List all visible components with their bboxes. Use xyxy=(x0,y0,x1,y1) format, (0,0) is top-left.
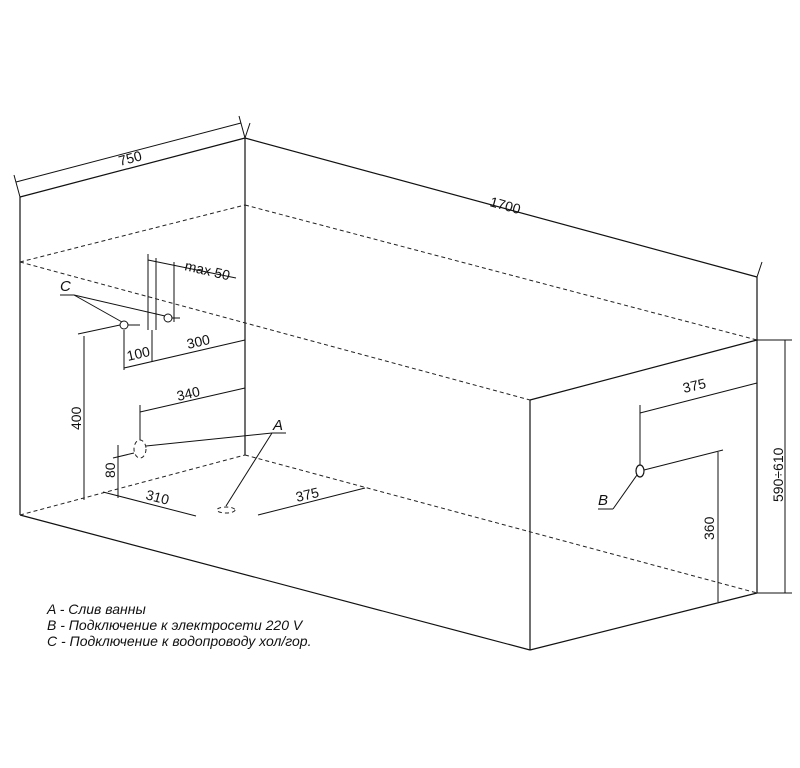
legend-item-a: A - Слив ванны xyxy=(47,601,146,617)
marker-a: A xyxy=(272,417,283,434)
drain-bottom: A 310 375 xyxy=(102,417,366,517)
drain-hole-icon xyxy=(216,506,236,514)
drain-side: 340 80 xyxy=(102,383,246,498)
dim-750: 750 xyxy=(13,115,246,198)
dim-400-label: 400 xyxy=(68,406,84,430)
dim-height: 590÷610 xyxy=(757,339,792,594)
water-taps: C max 50 100 300 400 xyxy=(60,254,246,500)
dim-80-label: 80 xyxy=(102,462,118,478)
box-solid-edges xyxy=(19,137,758,651)
tap-cold-icon xyxy=(119,320,129,330)
marker-b: B xyxy=(598,492,608,509)
legend-item-c: C - Подключение к водопроводу хол/гор. xyxy=(47,633,312,649)
legend-item-b: B - Подключение к электросети 220 V xyxy=(47,617,303,633)
dim-310-label: 310 xyxy=(144,486,171,507)
dim-max50-label: max 50 xyxy=(183,257,232,283)
tap-hot-icon xyxy=(163,313,173,323)
dim-750-label: 750 xyxy=(117,147,144,168)
dim-340-label: 340 xyxy=(175,383,202,404)
dim-1700-label: 1700 xyxy=(488,193,522,217)
dim-100-label: 100 xyxy=(125,343,152,364)
drain-overflow-icon xyxy=(133,439,147,459)
box-hidden-edges xyxy=(19,204,758,594)
dim-375-drain-label: 375 xyxy=(294,484,321,505)
dim-360-label: 360 xyxy=(701,516,717,540)
dim-375-electric-label: 375 xyxy=(681,375,708,396)
marker-c: C xyxy=(60,278,71,295)
legend: A - Слив ванны B - Подключение к электро… xyxy=(47,601,311,649)
dim-height-label: 590÷610 xyxy=(770,447,786,502)
electrical-connection: 375 360 B xyxy=(598,375,758,602)
dim-300-label: 300 xyxy=(185,331,212,352)
dim-1700: 1700 xyxy=(244,122,763,278)
